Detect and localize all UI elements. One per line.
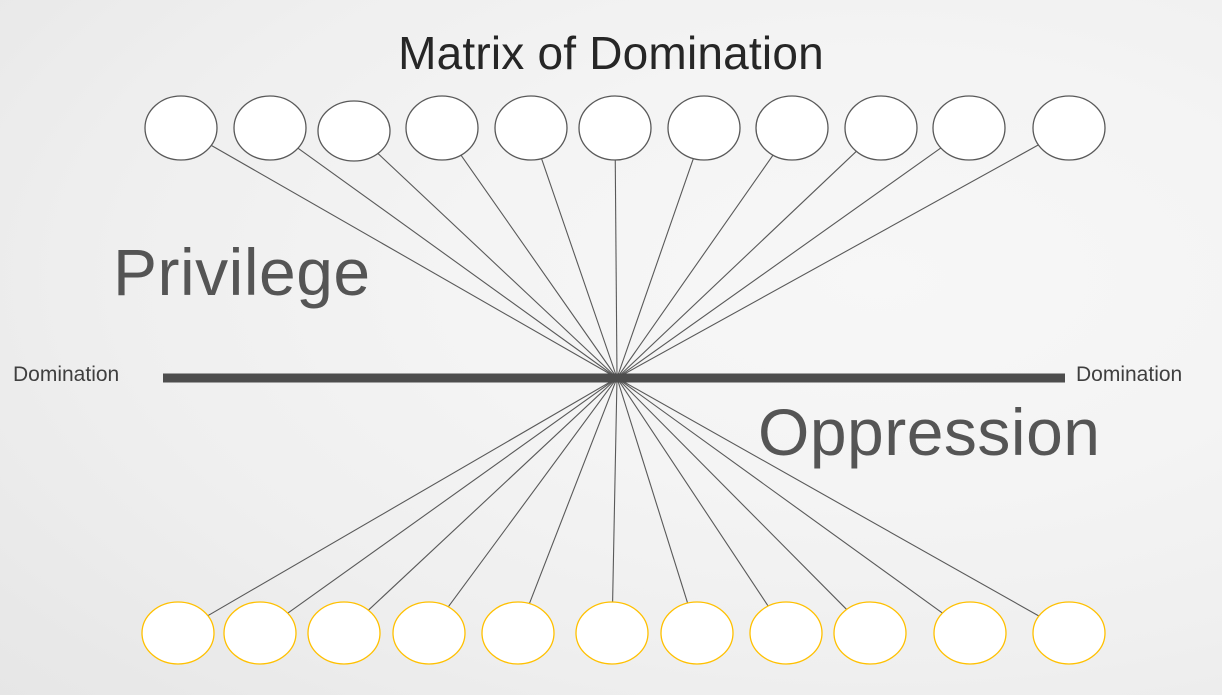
- oppression-node-7[interactable]: [660, 601, 734, 665]
- connector-line-privilege-8: [616, 154, 774, 379]
- connector-line-oppression-1: [207, 377, 618, 617]
- connector-line-privilege-7: [616, 158, 694, 379]
- privilege-label: Privilege: [113, 235, 371, 309]
- connector-line-privilege-9: [616, 150, 857, 379]
- oppression-node-10[interactable]: [933, 601, 1007, 665]
- privilege-node-2[interactable]: [233, 95, 307, 161]
- oppression-node-group: [141, 601, 1106, 665]
- connector-line-privilege-10: [616, 147, 942, 379]
- oppression-node-11[interactable]: [1032, 601, 1106, 665]
- connector-line-oppression-7: [616, 377, 689, 604]
- privilege-node-10[interactable]: [932, 95, 1006, 161]
- connector-line-oppression-8: [616, 377, 769, 607]
- connector-line-oppression-10: [616, 377, 943, 614]
- connector-line-oppression-4: [447, 377, 618, 608]
- connector-line-oppression-11: [616, 377, 1040, 617]
- connector-line-oppression-9: [616, 377, 848, 610]
- axis-label-left: Domination: [13, 363, 120, 386]
- connector-line-privilege-3: [377, 153, 618, 379]
- connector-line-privilege-11: [616, 144, 1039, 379]
- privilege-node-3[interactable]: [317, 100, 391, 162]
- oppression-node-4[interactable]: [392, 601, 466, 665]
- connector-line-privilege-1: [210, 144, 618, 379]
- oppression-node-2[interactable]: [223, 601, 297, 665]
- connector-line-privilege-5: [541, 158, 618, 379]
- oppression-node-6[interactable]: [575, 601, 649, 665]
- privilege-node-11[interactable]: [1032, 95, 1106, 161]
- connector-line-oppression-2: [287, 377, 618, 614]
- oppression-node-9[interactable]: [833, 601, 907, 665]
- oppression-node-5[interactable]: [481, 601, 555, 665]
- privilege-node-9[interactable]: [844, 95, 918, 161]
- privilege-node-6[interactable]: [578, 95, 652, 161]
- privilege-node-4[interactable]: [405, 95, 479, 161]
- oppression-node-3[interactable]: [307, 601, 381, 665]
- privilege-node-group: [144, 95, 1106, 162]
- privilege-node-8[interactable]: [755, 95, 829, 161]
- connector-line-oppression-3: [368, 377, 618, 611]
- connector-lines-top: [210, 144, 1039, 379]
- connector-line-privilege-4: [460, 154, 618, 379]
- page-title: Matrix of Domination: [398, 27, 824, 79]
- privilege-node-1[interactable]: [144, 95, 218, 161]
- connector-line-privilege-2: [297, 147, 618, 379]
- oppression-node-1[interactable]: [141, 601, 215, 665]
- connector-line-privilege-6: [614, 159, 618, 379]
- connector-line-oppression-5: [528, 377, 618, 604]
- oppression-node-8[interactable]: [749, 601, 823, 665]
- privilege-node-5[interactable]: [494, 95, 568, 161]
- privilege-node-7[interactable]: [667, 95, 741, 161]
- axis-label-right: Domination: [1076, 363, 1183, 386]
- oppression-label: Oppression: [758, 395, 1101, 469]
- connector-line-oppression-6: [612, 377, 618, 603]
- connector-lines-bottom: [207, 377, 1040, 617]
